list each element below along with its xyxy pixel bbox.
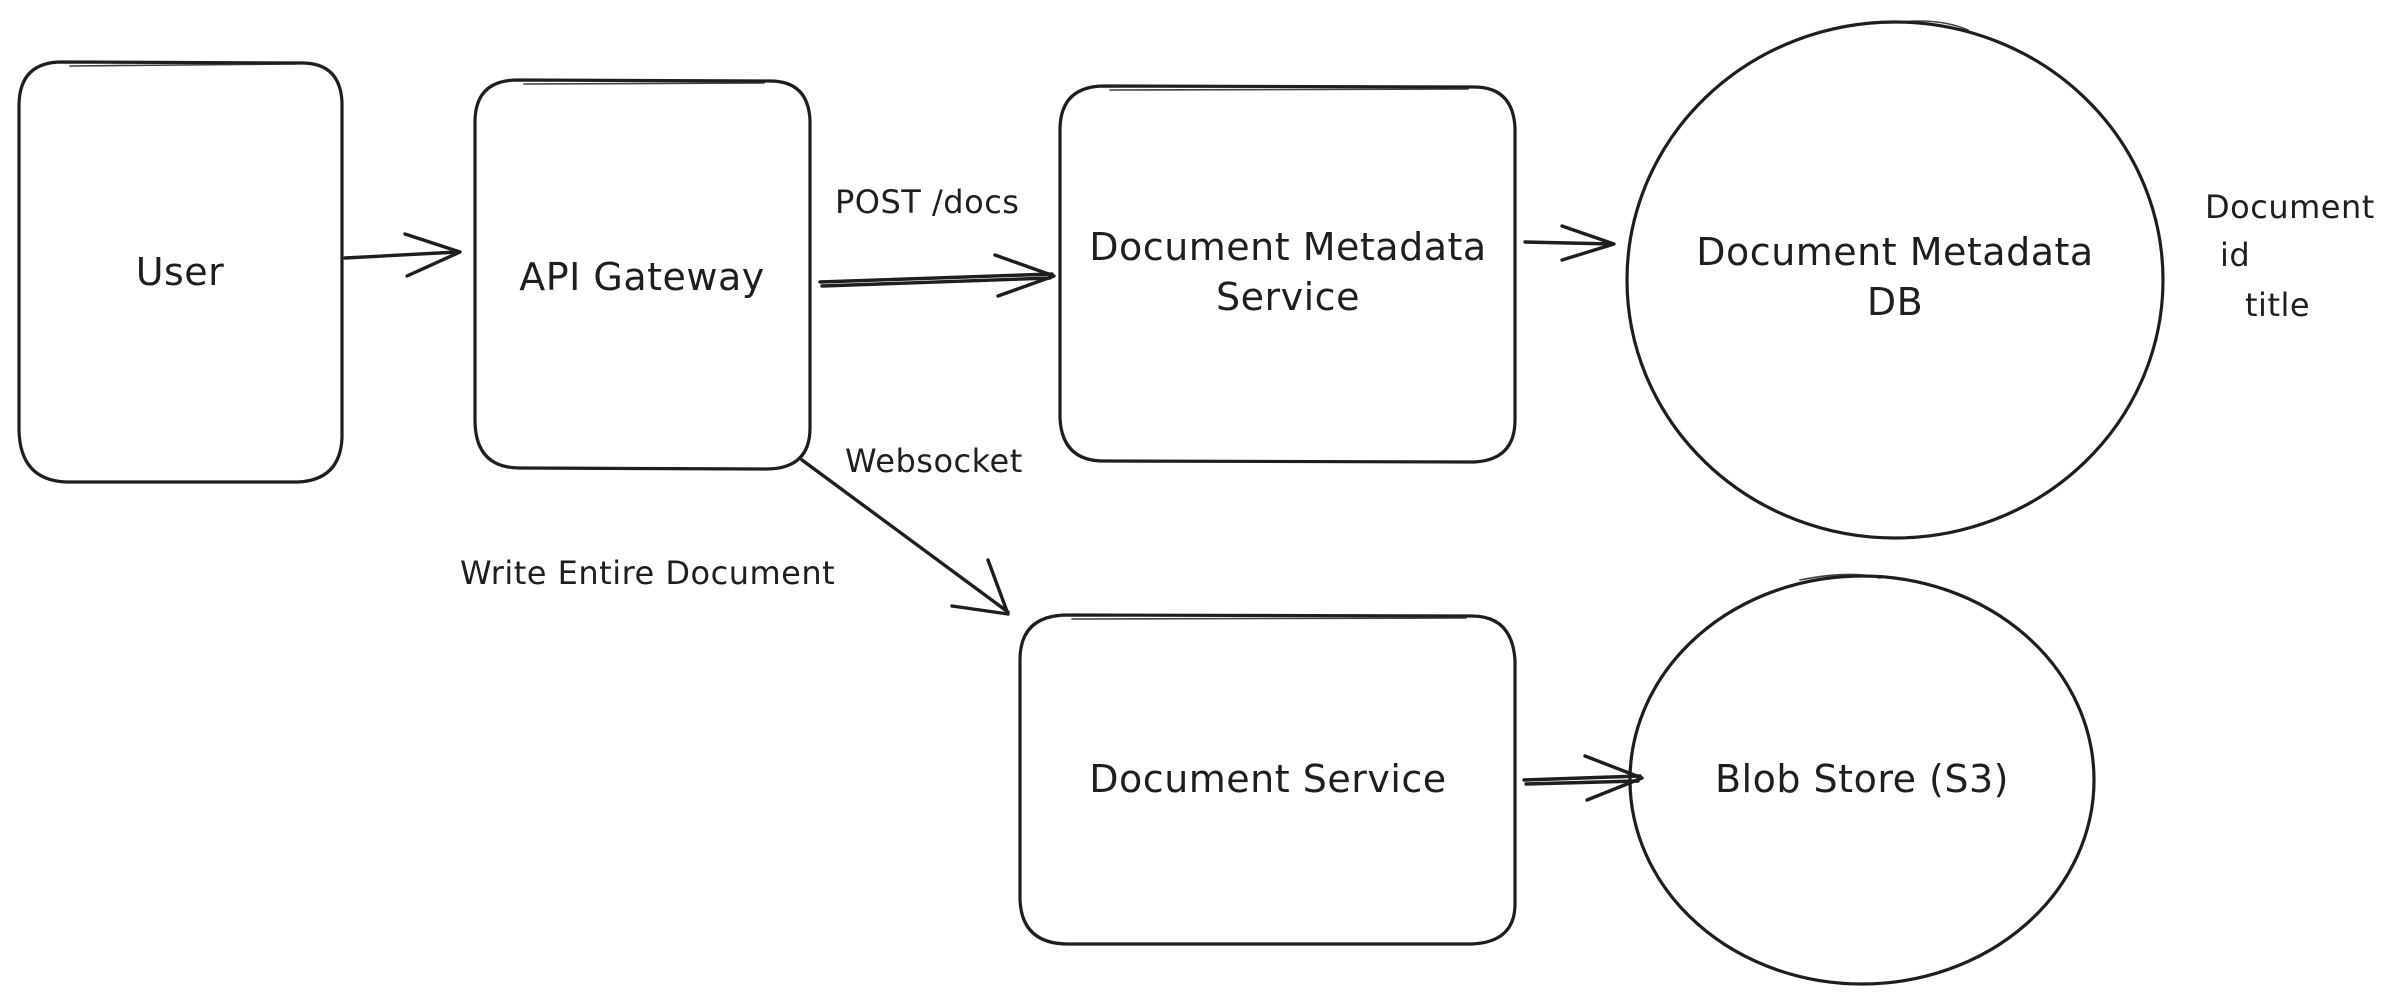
blob-store-label: Blob Store (S3) <box>1715 757 2009 801</box>
schema-note-line3: title <box>2245 286 2310 324</box>
document-service-label: Document Service <box>1089 757 1446 801</box>
edge-label-write-entire-document: Write Entire Document <box>460 554 835 592</box>
user-label: User <box>136 250 225 294</box>
schema-note-line1: Document <box>2205 188 2375 226</box>
metadata-db-node[interactable]: Document Metadata DB <box>1625 20 2165 540</box>
arrow-gateway-to-document-service <box>800 458 1010 616</box>
metadata-service-node[interactable]: Document Metadata Service <box>1058 84 1517 464</box>
arrow-gateway-to-metadata-service <box>818 253 1056 298</box>
edge-label-websocket: Websocket <box>845 442 1023 480</box>
user-node[interactable]: User <box>17 60 344 484</box>
schema-note-line2: id <box>2220 236 2250 274</box>
metadata-db-label-line1: Document Metadata <box>1696 230 2093 274</box>
metadata-service-label-line1: Document Metadata <box>1089 225 1486 269</box>
metadata-service-label-line2: Service <box>1216 275 1360 319</box>
arrow-document-service-to-blob <box>1522 754 1644 802</box>
document-service-node[interactable]: Document Service <box>1018 613 1517 946</box>
api-gateway-node[interactable]: API Gateway <box>473 78 812 471</box>
arrow-metadata-service-to-db <box>1523 224 1616 262</box>
metadata-db-label-line2: DB <box>1867 280 1923 324</box>
blob-store-node[interactable]: Blob Store (S3) <box>1628 573 2096 986</box>
api-gateway-label: API Gateway <box>519 255 765 299</box>
schema-note: Document id title <box>2205 188 2375 324</box>
edge-label-post-docs: POST /docs <box>835 183 1019 221</box>
arrow-user-to-gateway <box>343 232 462 278</box>
